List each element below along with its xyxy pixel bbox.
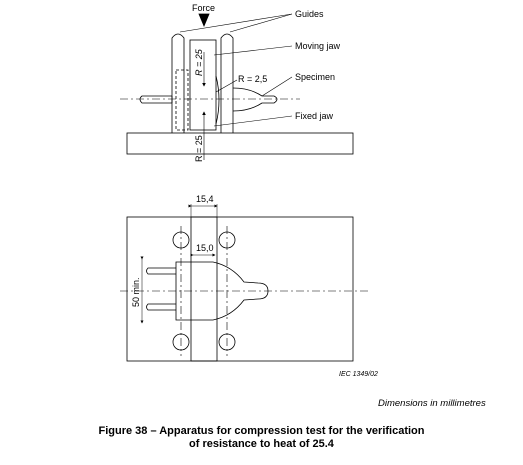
dim-height-min: 50 min. [131, 277, 141, 307]
guides-leader-2 [229, 13, 293, 33]
left-guide [171, 33, 185, 133]
plan-pin-bottom [146, 303, 176, 311]
plan-view [120, 204, 368, 362]
moving-jaw-label: Moving jaw [295, 41, 341, 51]
moving-jaw-leader [213, 45, 293, 56]
specimen-leader [261, 76, 293, 97]
specimen-body [232, 87, 278, 112]
plan-pin-top [146, 267, 176, 275]
force-arrow [198, 13, 210, 28]
figure-caption: Figure 38 – Apparatus for compression te… [0, 425, 523, 451]
reference-code: IEC 1349/02 [339, 371, 378, 378]
moving-jaw [189, 39, 217, 131]
units-note: Dimensions in millimetres [378, 398, 486, 409]
apparatus-drawing: Force Guides Moving jaw Specimen Fixed j… [120, 3, 378, 378]
r-top-label: R = 25 [194, 48, 204, 76]
r-bottom-label: R = 25 [194, 135, 204, 162]
r-small-leader [215, 79, 238, 93]
right-guide [220, 33, 234, 133]
caption-line-2: of resistance to heat of 25.4 [189, 438, 334, 450]
r-small-label: R = 2,5 [238, 74, 267, 84]
specimen-pins [139, 95, 173, 104]
plan-jaw [190, 216, 218, 362]
fixed-jaw-label: Fixed jaw [295, 111, 334, 121]
specimen-label: Specimen [295, 72, 335, 82]
plug-body-hidden [175, 69, 189, 131]
base-plate [126, 132, 354, 155]
plan-base-plate [126, 216, 354, 362]
caption-line-1: Figure 38 – Apparatus for compression te… [98, 425, 425, 437]
guides-label: Guides [295, 9, 324, 19]
dim-outer-width: 15,4 [196, 194, 214, 204]
dim-inner-width: 15,0 [196, 243, 214, 253]
force-label: Force [192, 3, 215, 13]
guides-leader-1 [179, 13, 293, 33]
side-elevation [120, 13, 354, 160]
jaw-arc [215, 75, 220, 125]
fixed-jaw-leader [213, 115, 293, 127]
